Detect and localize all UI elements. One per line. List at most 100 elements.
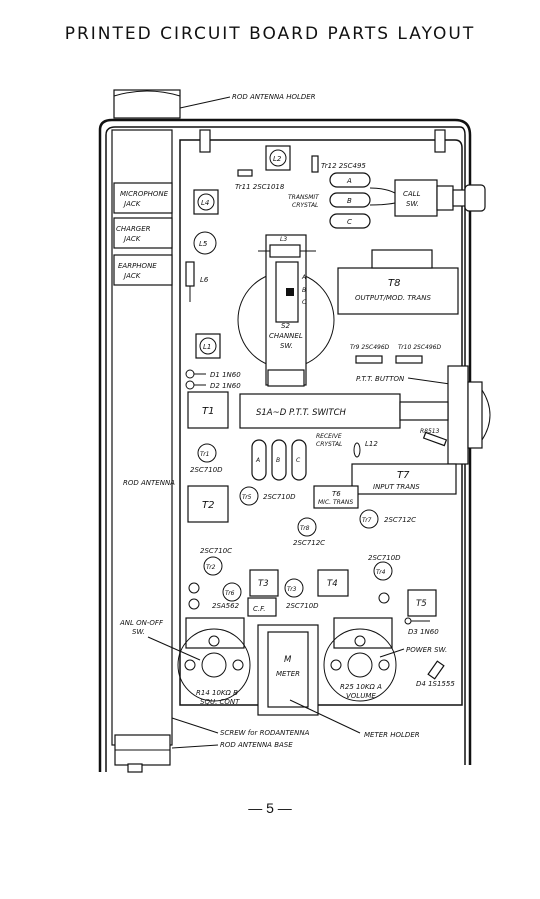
tr8-label: Tr8 [300, 525, 310, 532]
meter-label-2: METER [276, 670, 300, 678]
crystal-a-label: A [346, 177, 352, 185]
pcb-board-outline [179, 139, 463, 706]
r25-shaft [347, 652, 373, 678]
leader-meter-holder [289, 699, 361, 734]
tr10 [395, 355, 423, 364]
case-outline [98, 118, 472, 772]
s2-label-3: SW. [280, 342, 293, 350]
t7-label: T7 [397, 470, 410, 481]
s1-label: S1A~D P.T.T. SWITCH [256, 408, 347, 418]
r25-label: R25 10KΩ A [340, 683, 382, 691]
t1-trans [187, 391, 229, 429]
leader-screw [171, 717, 219, 734]
call-sw-label-2: SW. [406, 200, 419, 208]
tr6-label: Tr6 [225, 590, 235, 597]
rod-antenna-label: ROD ANTENNA [123, 479, 175, 487]
tr7-type: 2SC712C [384, 516, 416, 524]
t5-trans [407, 589, 437, 617]
l4-label: L4 [201, 199, 209, 207]
tr1-type: 2SC710D [190, 466, 223, 474]
l2-core [269, 149, 287, 167]
tr2-label: Tr2 [206, 564, 216, 571]
t6-desc: MIC. TRANS [318, 499, 353, 506]
s2-base [267, 369, 305, 387]
crystal-c-label: C [347, 218, 352, 226]
rx-b-label: B [276, 457, 280, 464]
t4-trans [317, 569, 349, 597]
d1-label: D1 1N60 [210, 371, 241, 379]
r14-label: R14 10KΩ B [196, 689, 238, 697]
receive-crystal-a [251, 439, 267, 481]
l6-label: L6 [200, 276, 209, 284]
power-sw-label: POWER SW. [406, 646, 447, 654]
rod-antenna-holder-block [113, 89, 181, 119]
r14-terminal-1 [184, 659, 196, 671]
r14-terminal-2 [232, 659, 244, 671]
leader-ptt [407, 377, 451, 385]
rx-c-label: C [296, 457, 301, 464]
tr4-label: Tr4 [376, 569, 386, 576]
l5-coil [193, 231, 217, 255]
tr1-label: Tr1 [200, 451, 209, 458]
s1-ptt-switch [239, 393, 401, 429]
d4-diode [427, 660, 445, 680]
tr3-label: Tr3 [287, 586, 297, 593]
charger-jack [113, 217, 173, 249]
d3-diode [404, 617, 412, 625]
t2-label: T2 [202, 500, 214, 511]
screw-label: SCREW for RODANTENNA [220, 729, 310, 737]
tr6-type: 2SA562 [212, 602, 240, 610]
tr3-type: 2SC710D [286, 602, 319, 610]
call-switch-knob [436, 185, 454, 211]
l12-label: L12 [365, 440, 378, 448]
tr1 [197, 443, 217, 463]
case-inner-outline [105, 126, 466, 772]
tr3 [284, 578, 304, 598]
r25-terminal-3 [354, 635, 366, 647]
t8-output-trans [337, 267, 459, 315]
d1-diode [185, 369, 195, 379]
tr8-type: 2SC712C [293, 539, 325, 547]
call-sw-wires [369, 187, 396, 206]
tr10-label: Tr10 2SC496D [398, 344, 441, 351]
s2-label-2: CHANNEL [269, 332, 303, 340]
crystal-b-label: B [347, 197, 352, 205]
l1-label: L1 [203, 343, 211, 351]
l3-label: L3 [280, 236, 287, 243]
call-switch-button [464, 184, 486, 212]
t8-label: T8 [388, 278, 400, 289]
r8513 [422, 431, 448, 447]
mount-hole-1 [188, 582, 200, 594]
transmit-crystal-a [329, 172, 371, 188]
t8-top-frame [371, 249, 433, 269]
charger-jack-label-2: JACK [122, 235, 142, 243]
d2-label: D2 1N60 [210, 382, 241, 390]
s2-label: S2 [281, 322, 290, 330]
d4-label: D4 1S1555 [416, 680, 455, 688]
charger-jack-label: CHARGER [116, 225, 151, 233]
anl-sw-label: ANL ON-OFF [119, 619, 164, 627]
tr11 [237, 169, 253, 177]
call-switch-cap [452, 189, 466, 207]
t2-trans [187, 485, 229, 523]
rx-a-label: A [255, 457, 260, 464]
cf-label: C.F. [253, 605, 265, 613]
l1-core [199, 337, 217, 355]
cf-filter [247, 597, 277, 617]
r25-label-2: VOLUME [346, 692, 376, 700]
l3-coil [269, 244, 301, 258]
transmit-crystal-label-2: CRYSTAL [292, 202, 318, 209]
board-notch-right [434, 129, 446, 153]
r14-pot [177, 628, 251, 702]
meter [267, 631, 309, 708]
d2-diode [185, 380, 195, 390]
t8-desc: OUTPUT/MOD. TRANS [355, 294, 431, 302]
l4-core [197, 193, 215, 211]
t5-label: T5 [416, 599, 427, 609]
tr5-type: 2SC710D [263, 493, 296, 501]
t7-input-trans [351, 463, 457, 495]
t3-label: T3 [258, 579, 269, 589]
leader-power-sw [379, 648, 405, 658]
earphone-jack [113, 254, 173, 286]
